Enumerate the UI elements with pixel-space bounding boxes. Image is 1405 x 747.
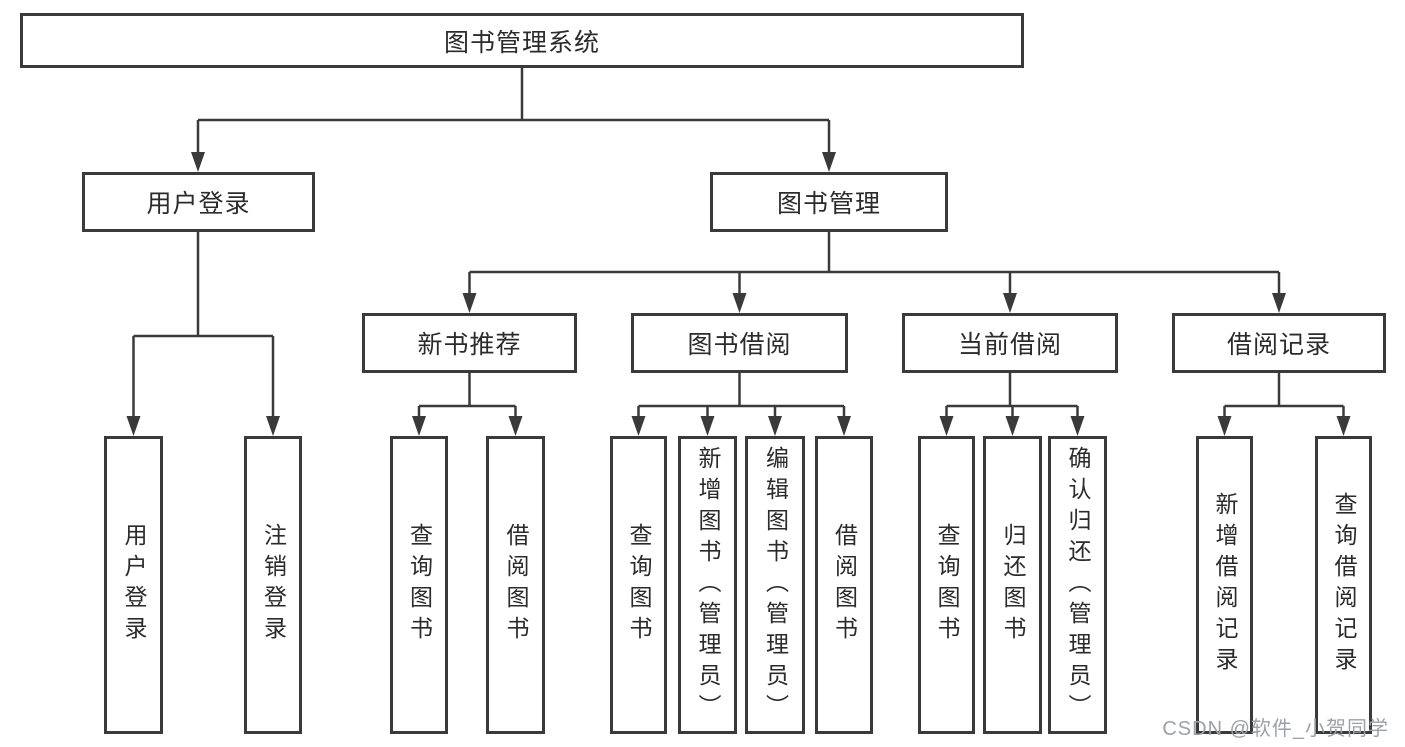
- leaf-add-borrow-record: 新增借阅记录: [1196, 436, 1253, 734]
- leaf-label: 确认归还（管理员）: [1065, 445, 1091, 725]
- watermark: CSDN @软件_小贺同学: [1162, 718, 1389, 740]
- node-current-borrow: 当前借阅: [902, 313, 1118, 373]
- node-new-book-recommend: 新书推荐: [362, 313, 577, 373]
- leaf-label: 查询图书: [934, 523, 960, 647]
- leaf-confirm-return-admin: 确认归还（管理员）: [1048, 436, 1107, 734]
- leaf-label: 用户登录: [121, 523, 147, 647]
- leaf-user-login: 用户登录: [104, 436, 163, 734]
- leaf-borrow-books-recommend: 借阅图书: [486, 436, 545, 734]
- leaf-label: 编辑图书（管理员）: [762, 445, 789, 725]
- leaf-logout: 注销登录: [244, 436, 302, 734]
- node-user-login: 用户登录: [82, 172, 315, 232]
- leaf-add-books-admin: 新增图书（管理员）: [678, 436, 737, 734]
- leaf-label: 查询图书: [406, 523, 433, 647]
- leaf-query-books-recommend: 查询图书: [390, 436, 448, 734]
- leaf-query-books-borrow: 查询图书: [610, 436, 667, 734]
- leaf-label: 归还图书: [1000, 523, 1026, 647]
- leaf-label: 借阅图书: [503, 523, 529, 647]
- leaf-label: 注销登录: [260, 523, 287, 647]
- leaf-label: 新增图书（管理员）: [695, 445, 721, 725]
- leaf-label: 借阅图书: [831, 523, 858, 647]
- node-book-borrow: 图书借阅: [631, 313, 848, 373]
- node-book-management: 图书管理: [710, 172, 948, 232]
- node-borrow-records: 借阅记录: [1172, 313, 1386, 373]
- leaf-edit-books-admin: 编辑图书（管理员）: [745, 436, 805, 734]
- leaf-query-books-current: 查询图书: [918, 436, 975, 734]
- leaf-label: 查询图书: [626, 523, 652, 647]
- leaf-query-borrow-record: 查询借阅记录: [1315, 436, 1372, 734]
- leaf-label: 新增借阅记录: [1212, 492, 1238, 678]
- leaf-label: 查询借阅记录: [1331, 492, 1357, 678]
- leaf-return-books: 归还图书: [983, 436, 1042, 734]
- leaf-borrow-books: 借阅图书: [815, 436, 873, 734]
- node-root: 图书管理系统: [20, 13, 1024, 68]
